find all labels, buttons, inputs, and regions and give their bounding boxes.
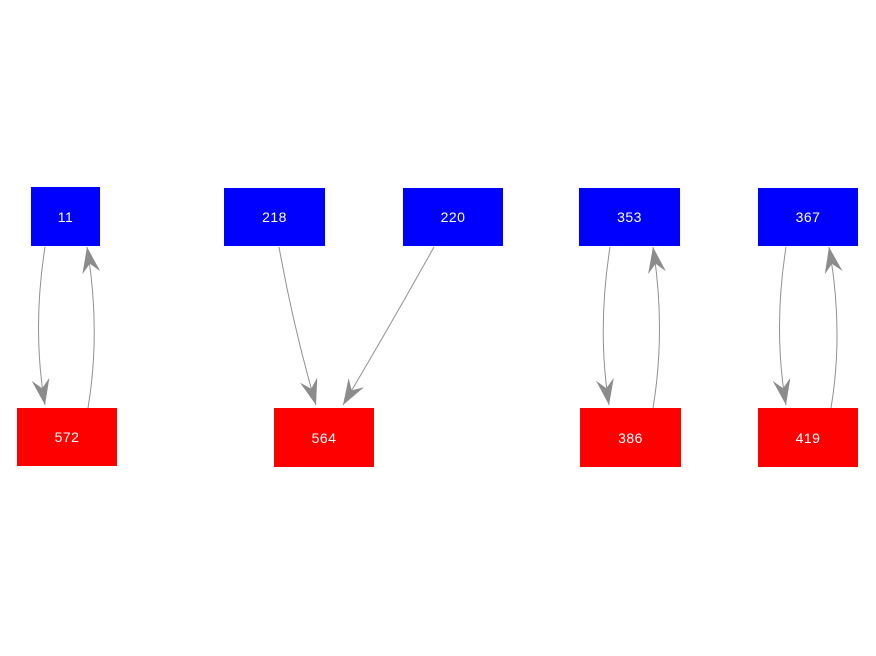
edge-386-to-353 <box>652 246 660 409</box>
arrowhead-icon <box>31 377 50 405</box>
node-label: 386 <box>618 429 643 446</box>
edge-353-to-386 <box>602 246 611 406</box>
edge-218-to-564 <box>278 246 317 406</box>
node-label: 11 <box>57 208 74 225</box>
node-label: 419 <box>795 429 821 446</box>
edge-220-to-564 <box>342 246 435 406</box>
node-label: 218 <box>262 209 287 225</box>
arrowhead-icon <box>343 378 364 405</box>
arrowhead-icon <box>772 377 791 405</box>
edge-11-to-572 <box>38 246 46 406</box>
arrowhead-icon <box>596 377 614 405</box>
node-label: 220 <box>440 209 466 225</box>
graph-node-bottom: 564 <box>274 408 374 467</box>
graph-node-top: 218 <box>224 188 325 246</box>
graph-node-top: 367 <box>758 188 858 246</box>
arrowhead-icon <box>300 377 318 405</box>
node-label: 572 <box>54 429 80 445</box>
arrowhead-icon <box>824 247 843 275</box>
graph-node-top: 353 <box>579 188 680 246</box>
node-label: 367 <box>795 209 821 225</box>
graph-node-top: 220 <box>403 188 503 246</box>
graph-node-top: 11 <box>31 187 100 246</box>
graph-node-bottom: 386 <box>580 408 681 467</box>
graph-node-bottom: 419 <box>758 408 858 467</box>
node-label: 353 <box>617 209 642 225</box>
edge-367-to-419 <box>779 246 787 406</box>
edge-572-to-11 <box>86 246 95 409</box>
node-label: 564 <box>311 429 337 446</box>
arrowhead-icon <box>648 247 666 275</box>
arrowhead-icon <box>82 247 101 275</box>
edge-419-to-367 <box>828 246 838 409</box>
graph-node-bottom: 572 <box>17 408 117 466</box>
